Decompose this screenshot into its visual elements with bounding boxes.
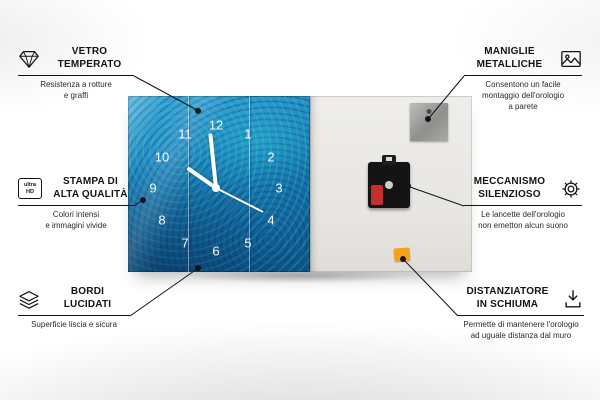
clock-number: 7	[181, 235, 189, 251]
down-arrow-icon	[562, 288, 584, 310]
clock-number: 1	[244, 126, 252, 142]
clock-number: 10	[154, 149, 170, 165]
second-hand	[215, 187, 264, 213]
callout-description: Permette di mantenere l'orologio ad ugua…	[463, 320, 579, 340]
clock-number: 12	[208, 117, 224, 133]
callout-vetro-temperato: VETRO TEMPERATO Resistenza a rotture e g…	[18, 46, 134, 102]
battery	[371, 185, 383, 205]
callout-title: DISTANZIATORE IN SCHIUMA	[466, 286, 549, 310]
callout-head: MECCANISMO SILENZIOSO	[464, 176, 582, 206]
callout-title: BORDI LUCIDATI	[63, 286, 112, 310]
callout-description: Superficie liscia e sicura	[31, 320, 117, 329]
callout-description: Le lancette dell'orologio non emetton al…	[478, 210, 568, 230]
callout-head: BORDI LUCIDATI	[18, 286, 130, 316]
callout-maniglie-metalliche: MANIGLIE METALLICHE Consentono un facile…	[464, 46, 582, 112]
clock-hub	[212, 184, 220, 192]
callout-head: VETRO TEMPERATO	[18, 46, 134, 76]
clock-number: 4	[267, 212, 275, 228]
clock-number: 8	[158, 212, 166, 228]
callout-meccanismo-silenzioso: MECCANISMO SILENZIOSO Le lancette dell'o…	[464, 176, 582, 232]
clock-number: 9	[149, 180, 157, 196]
callout-title: MANIGLIE METALLICHE	[476, 46, 543, 70]
clock-number: 11	[178, 126, 192, 142]
callout-description: Colori intensi e immagini vivide	[45, 210, 107, 230]
callout-description: Consentono un facile montaggio dell'orol…	[481, 80, 565, 111]
ultra-hd-icon: ultra HD	[18, 178, 42, 199]
callout-head: ultra HD STAMPA DI ALTA QUALITÀ	[18, 176, 134, 206]
callout-title: STAMPA DI ALTA QUALITÀ	[53, 176, 128, 200]
layers-icon	[18, 288, 40, 310]
gear-icon	[560, 178, 582, 200]
minute-hand	[208, 133, 218, 189]
clock-number: 6	[212, 243, 220, 259]
mechanism-shaft	[385, 181, 393, 189]
picture-icon	[560, 48, 582, 70]
callout-stampa-alta-qualita: ultra HD STAMPA DI ALTA QUALITÀ Colori i…	[18, 176, 134, 232]
callout-head: DISTANZIATORE IN SCHIUMA	[458, 286, 584, 316]
clock-front-face: 12 1 2 3 4 5 6 7 8 9 10 11	[128, 96, 310, 272]
diamond-icon	[18, 48, 40, 70]
clock-number: 3	[275, 180, 283, 196]
callout-distanziatore-schiuma: DISTANZIATORE IN SCHIUMA Permette di man…	[458, 286, 584, 342]
clock-mechanism	[368, 155, 410, 208]
ultra-hd-label: ultra HD	[24, 182, 36, 195]
hanger-hole	[426, 109, 432, 114]
callout-title: MECCANISMO SILENZIOSO	[473, 176, 546, 200]
callout-description: Resistenza a rotture e graffi	[40, 80, 112, 100]
callout-bordi-lucidati: BORDI LUCIDATI Superficie liscia e sicur…	[18, 286, 130, 331]
foam-spacer	[393, 247, 411, 262]
callout-head: MANIGLIE METALLICHE	[464, 46, 582, 76]
callout-title: VETRO TEMPERATO	[57, 46, 122, 70]
clock-back-panel	[310, 96, 472, 272]
wall-clock: 12 1 2 3 4 5 6 7 8 9 10 11	[128, 96, 472, 272]
mechanism-hook	[382, 155, 396, 165]
clock-number: 2	[267, 149, 275, 165]
metal-hanger-plate	[410, 103, 448, 141]
clock-number: 5	[244, 235, 252, 251]
